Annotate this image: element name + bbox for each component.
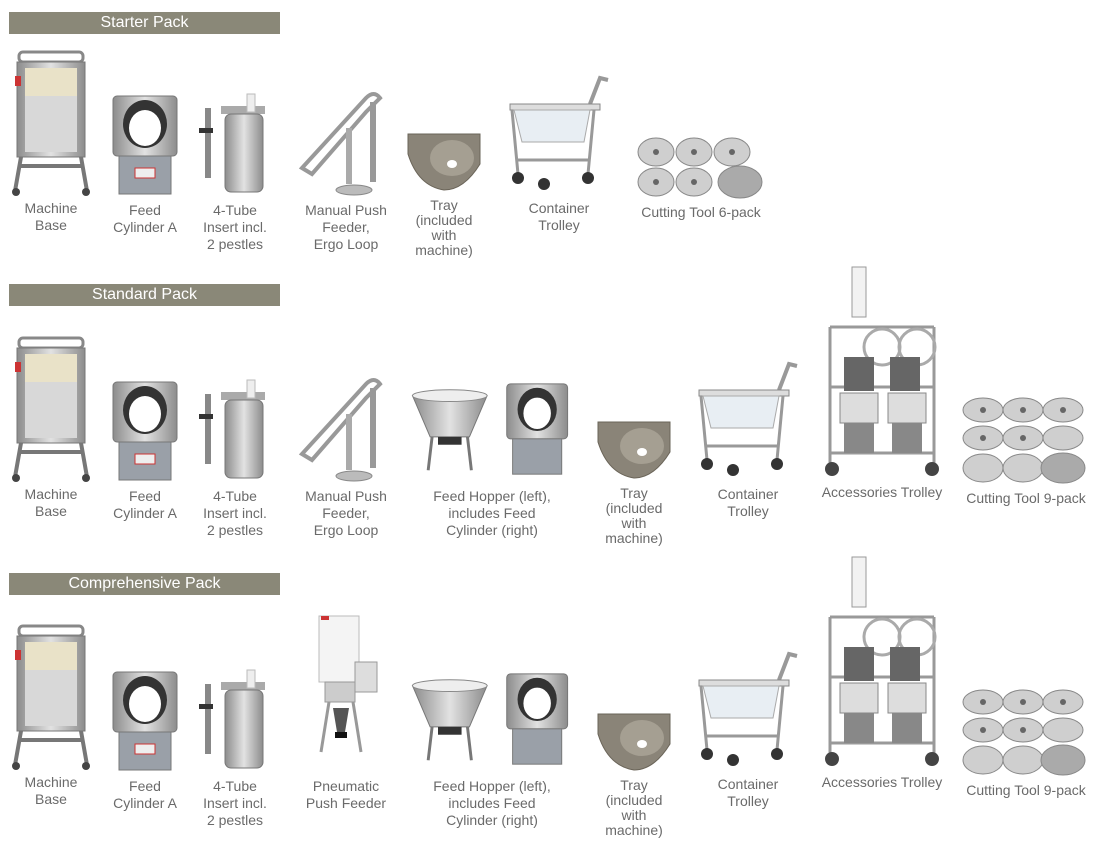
product-item: Tray (included with machine): [404, 124, 484, 258]
product-item: Tray (included with machine): [594, 704, 674, 838]
cutting-tools-icon: [961, 688, 1091, 778]
machine-base-icon: [11, 620, 91, 770]
product-item: Feed Cylinder A: [104, 88, 186, 236]
product-item: Cutting Tool 9-pack: [956, 688, 1096, 799]
feed-hopper-icon: [407, 376, 577, 484]
product-item: Pneumatic Push Feeder: [300, 610, 392, 812]
product-label: Accessories Trolley: [821, 484, 943, 500]
product-item: Feed Cylinder A: [104, 664, 186, 812]
product-label: Machine Base: [24, 486, 78, 519]
product-item: Machine Base: [10, 46, 92, 234]
container-trolley-icon: [693, 648, 803, 772]
product-label: Tray (included with machine): [415, 197, 473, 258]
section-header-comprehensive: Comprehensive Pack: [9, 573, 280, 595]
push-feeder-icon: [296, 88, 396, 198]
feed-hopper-icon: [407, 666, 577, 774]
product-item: Feed Hopper (left), includes Feed Cylind…: [404, 666, 580, 829]
product-label: 4-Tube Insert incl. 2 pestles: [203, 488, 267, 538]
section-header-starter: Starter Pack: [9, 12, 280, 34]
product-label: 4-Tube Insert incl. 2 pestles: [203, 778, 267, 828]
product-label: Pneumatic Push Feeder: [305, 778, 387, 811]
product-item: Cutting Tool 6-pack: [630, 136, 772, 221]
product-label: Feed Hopper (left), includes Feed Cylind…: [433, 488, 551, 538]
feed-cylinder-icon: [105, 374, 185, 484]
four-tube-insert-icon: [195, 664, 275, 774]
product-item: Machine Base: [10, 620, 92, 808]
product-label: Feed Cylinder A: [113, 488, 177, 521]
product-label: Cutting Tool 9-pack: [966, 782, 1086, 798]
product-label: Container Trolley: [717, 776, 779, 809]
product-label: Feed Cylinder A: [113, 202, 177, 235]
product-item: Manual Push Feeder, Ergo Loop: [294, 374, 398, 539]
product-label: Tray (included with machine): [605, 777, 663, 838]
tray-icon: [404, 124, 484, 194]
product-label: Manual Push Feeder, Ergo Loop: [305, 488, 387, 538]
four-tube-insert-icon: [195, 88, 275, 198]
product-label: Container Trolley: [528, 200, 590, 233]
product-item: Feed Cylinder A: [104, 374, 186, 522]
product-item: Feed Hopper (left), includes Feed Cylind…: [404, 376, 580, 539]
product-label: Tray (included with machine): [605, 485, 663, 546]
product-item: Cutting Tool 9-pack: [956, 396, 1096, 507]
product-label: Feed Hopper (left), includes Feed Cylind…: [433, 778, 551, 828]
product-label: Feed Cylinder A: [113, 778, 177, 811]
accessories-trolley-icon: [822, 554, 942, 770]
container-trolley-icon: [504, 72, 614, 196]
product-label: Manual Push Feeder, Ergo Loop: [305, 202, 387, 252]
product-label: Machine Base: [24, 774, 78, 807]
product-item: Container Trolley: [692, 358, 804, 520]
product-item: Accessories Trolley: [812, 554, 952, 791]
push-feeder-icon: [296, 374, 396, 484]
machine-base-icon: [11, 46, 91, 196]
product-item: 4-Tube Insert incl. 2 pestles: [194, 664, 276, 829]
product-label: 4-Tube Insert incl. 2 pestles: [203, 202, 267, 252]
cutting-tools-icon: [961, 396, 1091, 486]
product-label: Container Trolley: [717, 486, 779, 519]
product-item: Container Trolley: [692, 648, 804, 810]
product-label: Machine Base: [24, 200, 78, 233]
section-header-standard: Standard Pack: [9, 284, 280, 306]
product-item: Tray (included with machine): [594, 412, 674, 546]
accessories-trolley-icon: [822, 264, 942, 480]
machine-base-icon: [11, 332, 91, 482]
feed-cylinder-icon: [105, 664, 185, 774]
product-label: Cutting Tool 9-pack: [966, 490, 1086, 506]
tray-icon: [594, 704, 674, 774]
pneumatic-feeder-icon: [311, 610, 381, 774]
product-item: 4-Tube Insert incl. 2 pestles: [194, 374, 276, 539]
product-item: Manual Push Feeder, Ergo Loop: [294, 88, 398, 253]
product-item: Accessories Trolley: [812, 264, 952, 501]
product-label: Accessories Trolley: [821, 774, 943, 790]
product-item: Container Trolley: [504, 72, 614, 234]
product-item: 4-Tube Insert incl. 2 pestles: [194, 88, 276, 253]
product-item: Machine Base: [10, 332, 92, 520]
four-tube-insert-icon: [195, 374, 275, 484]
container-trolley-icon: [693, 358, 803, 482]
feed-cylinder-icon: [105, 88, 185, 198]
cutting-tools-icon: [636, 136, 766, 200]
tray-icon: [594, 412, 674, 482]
product-label: Cutting Tool 6-pack: [641, 204, 761, 220]
